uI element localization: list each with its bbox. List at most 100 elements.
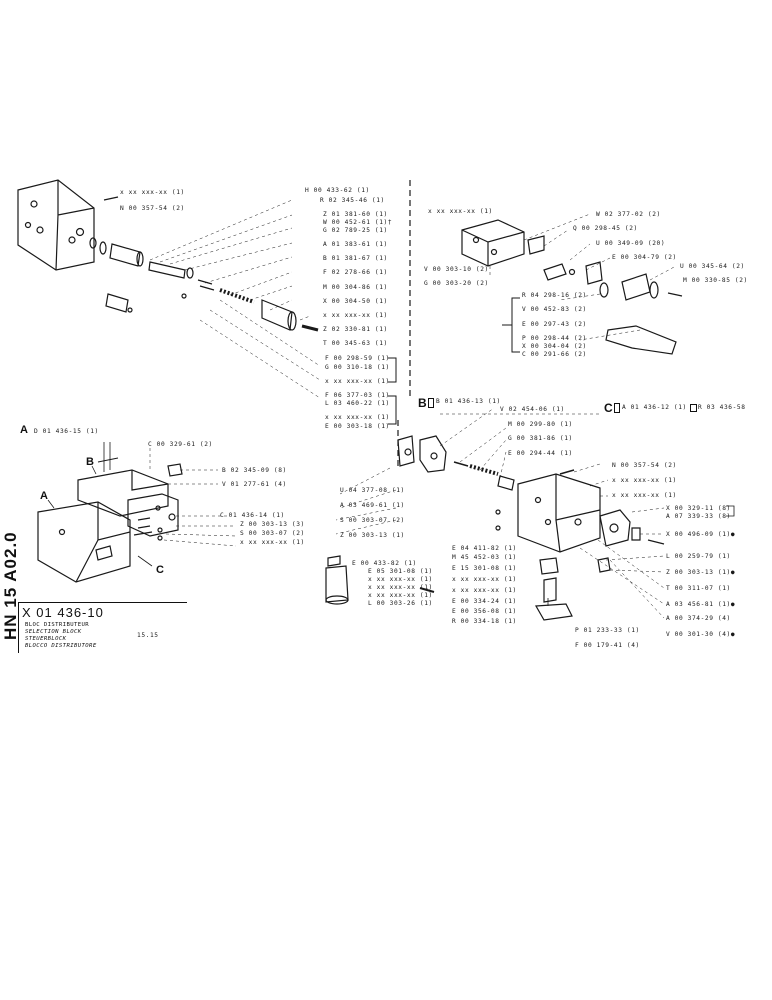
part-label: E 15 301-08 (1): [452, 565, 517, 572]
part-label: A 03 456-81 (1)●: [666, 601, 736, 608]
spool-stack: [89, 237, 319, 332]
part-label: F 06 377-03 (1): [325, 392, 390, 399]
part-label: V 00 303-10 (2): [424, 266, 489, 273]
part-label: E 04 411-82 (1): [452, 545, 517, 552]
part-label: Z 01 381-60 (1): [323, 211, 388, 218]
section-a-header: D 01 436-15 (1): [34, 428, 99, 435]
part-label: E 05 301-08 (1): [368, 568, 433, 575]
section-b-header: B 01 436-13 (1): [436, 398, 501, 405]
part-label: Z 00 303-13 (1)●: [666, 569, 736, 576]
part-label: L 03 460-22 (1): [325, 400, 390, 407]
title-it: BLOCCO DISTRIBUTORE: [25, 643, 97, 649]
part-label: B 01 381-67 (1): [323, 255, 388, 262]
part-label: M 00 330-85 (2): [683, 277, 748, 284]
title-fr: BLOC DISTRIBUTEUR: [25, 622, 90, 628]
part-label: V 00 452-83 (2): [522, 306, 587, 313]
part-label: Z 02 330-81 (1): [323, 326, 388, 333]
part-label: M 45 452-03 (1): [452, 554, 517, 561]
valve-block-top-left: [17, 179, 119, 271]
part-label: E 00 303-18 (1): [325, 423, 390, 430]
part-label: x xx xxx-xx (1): [612, 492, 677, 499]
title-block: X 01 436-10 BLOC DISTRIBUTEUR SELECTION …: [18, 602, 187, 653]
part-label: M 00 304-86 (1): [323, 284, 388, 291]
part-label: X 00 329-11 (8): [666, 505, 731, 512]
part-label: M 00 299-80 (1): [508, 421, 573, 428]
block-assembly-ab: [37, 442, 183, 583]
assembly-letter-a: A: [40, 490, 48, 502]
part-label: T 00 345-63 (1): [323, 340, 388, 347]
part-label: x xx xxx-xx (1): [452, 576, 517, 583]
part-label: x xx xxx-xx (1): [368, 576, 433, 583]
valve-block-top-right: [461, 219, 683, 355]
part-label: x xx xxx-xx (1): [120, 189, 185, 196]
section-c-alt-header: R 03 436-58: [698, 404, 746, 411]
leader-lines-top-left: [149, 199, 321, 399]
part-label: x xx xxx-xx (1): [323, 312, 388, 319]
part-label: x xx xxx-xx (1): [368, 592, 433, 599]
part-label: E 00 433-82 (1): [352, 560, 417, 567]
part-label: Q 00 298-45 (2): [573, 225, 638, 232]
part-label: E 00 294-44 (1): [508, 450, 573, 457]
part-label: X 00 496-09 (1)●: [666, 531, 736, 538]
part-label: C 00 329-61 (2): [148, 441, 213, 448]
c-section-block: [517, 469, 665, 573]
part-label: x xx xxx-xx (1): [428, 208, 493, 215]
part-label: L 00 259-79 (1): [666, 553, 731, 560]
title-de: STEUERBLOCK: [25, 636, 67, 642]
part-label: x xx xxx-xx (1): [452, 587, 517, 594]
part-label: Z 00 303-13 (3): [240, 521, 305, 528]
part-label: C 00 291-66 (2): [522, 351, 587, 358]
part-label: x xx xxx-xx (1): [325, 414, 390, 421]
section-letter-c: C: [604, 401, 613, 415]
part-label: V 02 454-06 (1): [500, 406, 565, 413]
part-label: U 04 377-08 (1): [340, 487, 405, 494]
part-label: F 00 179-41 (4): [575, 642, 640, 649]
section-b-marker: [428, 398, 434, 408]
part-label: R 02 345-46 (1): [320, 197, 385, 204]
part-label: G 00 303-20 (2): [424, 280, 489, 287]
part-label: E 00 297-43 (2): [522, 321, 587, 328]
section-c-header: A 01 436-12 (1): [622, 404, 687, 411]
part-label: G 00 310-18 (1): [325, 364, 390, 371]
part-label: L 00 303-26 (1): [368, 600, 433, 607]
part-label: V 01 277-61 (4): [222, 481, 287, 488]
part-label: W 00 452-61 (1)†: [323, 219, 393, 226]
part-label: S 00 303-07 (2): [340, 517, 405, 524]
b-section-parts: [325, 435, 573, 621]
part-label: Z 00 303-13 (1): [340, 532, 405, 539]
assembly-letter-b: B: [86, 456, 94, 468]
part-label: S 00 303-07 (2): [240, 530, 305, 537]
assembly-letter-c: C: [156, 564, 164, 576]
part-label: F 00 298-59 (1): [325, 355, 390, 362]
part-label: x xx xxx-xx (1): [368, 584, 433, 591]
part-label: A 00 374-29 (4): [666, 615, 731, 622]
part-label: E 00 356-08 (1): [452, 608, 517, 615]
part-label: G 02 789-25 (1): [323, 227, 388, 234]
part-label: E 00 334-24 (1): [452, 598, 517, 605]
part-label: U 00 349-09 (20): [596, 240, 666, 247]
part-label: U 00 345-64 (2): [680, 263, 745, 270]
part-label: X 00 304-50 (1): [323, 298, 388, 305]
part-label: x xx xxx-xx (1): [325, 378, 390, 385]
sheet-number: 15.15: [137, 632, 159, 639]
part-label: x xx xxx-xx (1): [240, 539, 305, 546]
part-label: P 00 298-44 (2): [522, 335, 587, 342]
section-letter-a: A: [20, 424, 28, 436]
part-label: R 04 298-16 (2): [522, 292, 587, 299]
part-label: F 02 278-66 (1): [323, 269, 388, 276]
part-label: N 00 357-54 (2): [612, 462, 677, 469]
part-label: X 00 304-04 (2): [522, 343, 587, 350]
part-label: A 03 469-61 (1): [340, 502, 405, 509]
part-label: P 01 233-33 (1): [575, 627, 640, 634]
part-label: E 00 304-79 (2): [612, 254, 677, 261]
part-label: W 02 377-02 (2): [596, 211, 661, 218]
part-label: G 00 381-86 (1): [508, 435, 573, 442]
part-label: V 00 301-30 (4)●: [666, 631, 736, 638]
part-label: H 00 433-62 (1): [305, 187, 370, 194]
part-label: x xx xxx-xx (1): [612, 477, 677, 484]
part-label: R 00 334-18 (1): [452, 618, 517, 625]
part-label: T 00 311-07 (1): [666, 585, 731, 592]
section-c-marker: [614, 403, 620, 413]
part-label: B 02 345-09 (8): [222, 467, 287, 474]
